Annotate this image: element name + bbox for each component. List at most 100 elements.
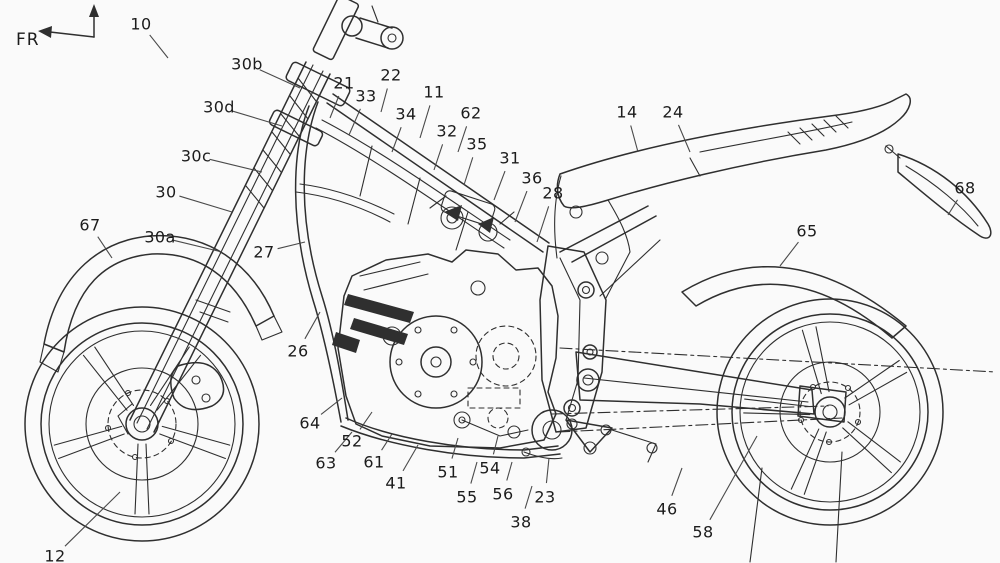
rear-inner-fender [681, 266, 907, 339]
ref-label-24: 24 [662, 102, 684, 122]
ref-label-26: 26 [287, 341, 309, 361]
ref-label-30c: 30c [180, 146, 212, 166]
ref-label-46: 46 [656, 499, 678, 519]
throttle-body [440, 190, 496, 226]
frame-spar-black [344, 294, 414, 323]
ref-label-63: 63 [315, 453, 337, 473]
seat-tail [556, 93, 911, 299]
cropped-leader-line [835, 451, 843, 563]
leader-line-32 [433, 144, 444, 171]
ref-label-62: 62 [460, 103, 482, 123]
leader-line-30b [259, 69, 301, 89]
cropped-leader-line [749, 467, 763, 563]
leader-line-31 [493, 170, 506, 201]
engine [332, 190, 573, 451]
leader-line-54 [492, 435, 499, 455]
leader-line-23 [545, 457, 550, 484]
ref-label-23: 23 [534, 487, 556, 507]
leader-line-36 [514, 190, 528, 223]
leader-line-55 [470, 461, 478, 484]
leader-line-28 [536, 206, 550, 243]
ref-label-64: 64 [299, 413, 321, 433]
ref-label-52: 52 [341, 431, 363, 451]
leader-line-34 [391, 126, 402, 153]
ref-label-30a: 30a [144, 227, 176, 247]
ref-label-54: 54 [479, 458, 501, 478]
leader-line-33 [348, 108, 361, 136]
ref-label-38: 38 [510, 512, 532, 532]
engine-cover [389, 315, 483, 409]
leader-line-14 [630, 125, 639, 153]
leader-line-64 [320, 397, 343, 415]
leader-line-10 [149, 34, 169, 59]
ref-label-41: 41 [385, 473, 407, 493]
leader-line-68 [947, 199, 959, 216]
leader-line-30d [232, 110, 283, 127]
ref-label-32: 32 [436, 121, 458, 141]
ref-label-21: 21 [333, 73, 355, 93]
leader-line-52 [359, 411, 373, 430]
leader-line-11 [419, 105, 431, 139]
suspension-link [565, 419, 613, 453]
ref-label-11: 11 [423, 82, 445, 102]
ref-label-67: 67 [79, 215, 101, 235]
rear-mudflap [884, 144, 992, 239]
leader-line-56 [506, 461, 513, 481]
leader-line-41 [402, 444, 419, 472]
ref-label-22: 22 [380, 65, 402, 85]
ref-label-28: 28 [542, 183, 564, 203]
leader-line-62 [457, 126, 468, 153]
swingarm [521, 351, 847, 463]
ref-label-55: 55 [456, 487, 478, 507]
leader-line-27 [277, 241, 306, 250]
ref-label-68: 68 [954, 178, 976, 198]
leader-line-58 [709, 435, 758, 521]
leader-line-51 [451, 437, 459, 459]
upper-triple-clamp [285, 61, 351, 107]
ref-label-65: 65 [796, 221, 818, 241]
leader-line-46 [671, 467, 683, 497]
ref-label-58: 58 [692, 522, 714, 542]
lower-triple-clamp [268, 109, 324, 147]
leader-line-26 [304, 311, 321, 340]
frame-trellis [294, 93, 661, 459]
ref-label-34: 34 [395, 104, 417, 124]
leader-line-61 [381, 433, 393, 451]
leader-line-30 [179, 195, 233, 213]
ref-label-61: 61 [363, 452, 385, 472]
handlebar-assembly [312, 0, 404, 61]
leader-line-30a [173, 239, 223, 253]
ref-label-51: 51 [437, 462, 459, 482]
leader-line-24 [677, 124, 691, 153]
ref-label-12: 12 [44, 546, 66, 563]
ref-label-33: 33 [355, 86, 377, 106]
ref-label-14: 14 [616, 102, 638, 122]
front-direction-label: FR [16, 30, 40, 50]
front-brake-caliper [170, 361, 225, 411]
ref-label-36: 36 [521, 168, 543, 188]
ref-label-35: 35 [466, 134, 488, 154]
ref-label-56: 56 [492, 484, 514, 504]
ref-label-30b: 30b [231, 54, 263, 74]
leader-line-21 [329, 95, 340, 119]
leader-line-30c [209, 158, 263, 173]
center-lines [551, 347, 997, 433]
front-wheel [24, 306, 260, 542]
leader-line-67 [97, 236, 113, 259]
drive-sprocket [531, 409, 573, 451]
leader-line-65 [779, 241, 799, 267]
frame-spar-black [350, 318, 408, 345]
ref-label-31: 31 [499, 148, 521, 168]
pivot-plate [539, 245, 607, 433]
leader-line-38 [524, 485, 533, 509]
leader-line-35 [463, 157, 474, 186]
leader-line-63 [334, 431, 353, 453]
ref-label-30: 30 [155, 182, 177, 202]
leader-line-22 [380, 88, 388, 113]
leader-line-12 [64, 491, 121, 547]
ref-label-27: 27 [253, 242, 275, 262]
front-fender [39, 234, 283, 373]
